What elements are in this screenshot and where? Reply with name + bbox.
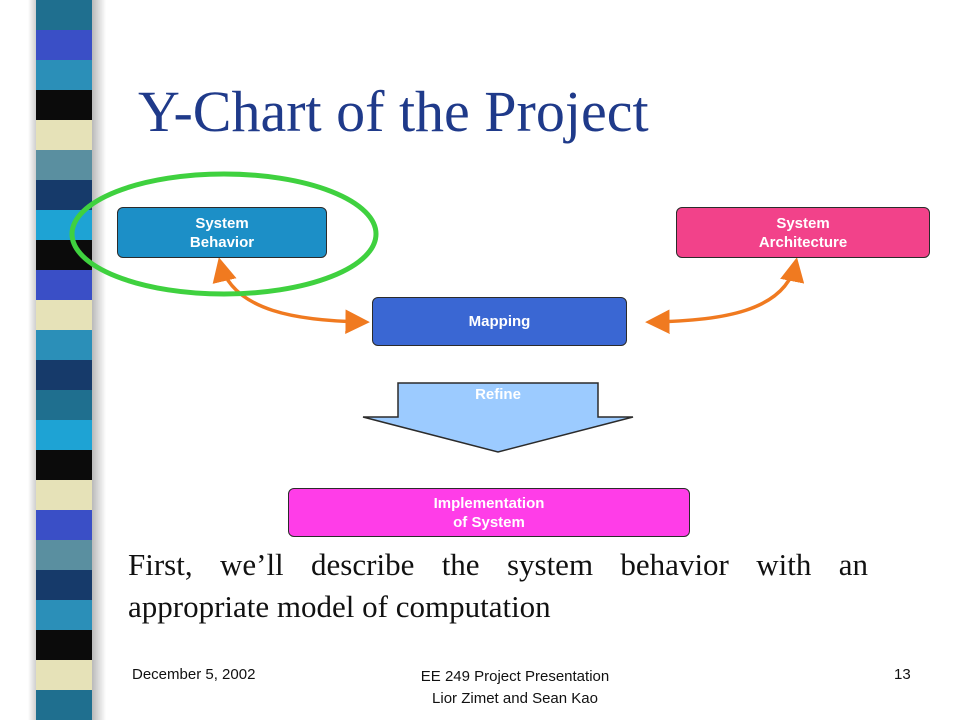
sidebar-stripe xyxy=(36,30,92,60)
system-architecture-line1: System xyxy=(776,214,830,232)
sidebar-stripe xyxy=(36,420,92,450)
body-text: First, we’ll describe the system behavio… xyxy=(128,544,868,628)
slide-title: Y-Chart of the Project xyxy=(138,79,649,144)
sidebar-stripe xyxy=(36,510,92,540)
sidebar-stripe xyxy=(36,300,92,330)
sidebar-stripe xyxy=(36,450,92,480)
sidebar-stripe xyxy=(36,120,92,150)
footer-presentation-title: EE 249 Project Presentation xyxy=(420,668,610,685)
sidebar-shadow-left xyxy=(28,0,36,720)
sidebar-stripe xyxy=(36,90,92,120)
system-behavior-line1: System xyxy=(195,214,249,232)
sidebar-stripe xyxy=(36,270,92,300)
body-line-2: appropriate model of computation xyxy=(128,589,551,624)
sidebar-stripe xyxy=(36,690,92,720)
mapping-label: Mapping xyxy=(468,313,531,330)
sidebar-stripe xyxy=(36,390,92,420)
system-behavior-box: System Behavior xyxy=(117,207,327,258)
sidebar-stripe xyxy=(36,330,92,360)
implementation-box: Implementation of System xyxy=(288,488,690,537)
sidebar-stripe xyxy=(36,540,92,570)
sidebar-stripe xyxy=(36,570,92,600)
sidebar-stripe xyxy=(36,600,92,630)
system-behavior-line2: Behavior xyxy=(189,233,255,251)
sidebar-stripe xyxy=(36,660,92,690)
implementation-line1: Implementation xyxy=(433,494,545,512)
footer-authors: Lior Zimet and Sean Kao xyxy=(432,690,598,707)
sidebar-stripe xyxy=(36,630,92,660)
system-architecture-line2: Architecture xyxy=(758,233,848,251)
mapping-box: Mapping xyxy=(372,297,627,346)
double-arrow-icon xyxy=(645,257,805,334)
decorative-sidebar xyxy=(0,0,108,720)
sidebar-shadow-right xyxy=(92,0,106,720)
sidebar-stripe xyxy=(36,360,92,390)
sidebar-stripe xyxy=(36,0,92,30)
footer-page-number: 13 xyxy=(894,666,911,683)
sidebar-stripes xyxy=(36,0,92,720)
refine-label: Refine xyxy=(475,386,521,403)
body-line-1: First, we’ll describe the system behavio… xyxy=(128,547,868,582)
double-arrow-icon xyxy=(212,257,370,334)
system-architecture-box: System Architecture xyxy=(676,207,930,258)
sidebar-stripe xyxy=(36,150,92,180)
implementation-line2: of System xyxy=(453,513,525,531)
refine-arrow-icon xyxy=(362,382,634,453)
sidebar-stripe xyxy=(36,480,92,510)
sidebar-stripe xyxy=(36,60,92,90)
sidebar-stripe xyxy=(36,180,92,210)
highlight-ellipse-icon xyxy=(69,171,379,297)
footer-center: EE 249 Project Presentation Lior Zimet a… xyxy=(350,666,680,710)
footer-date: December 5, 2002 xyxy=(132,666,256,683)
